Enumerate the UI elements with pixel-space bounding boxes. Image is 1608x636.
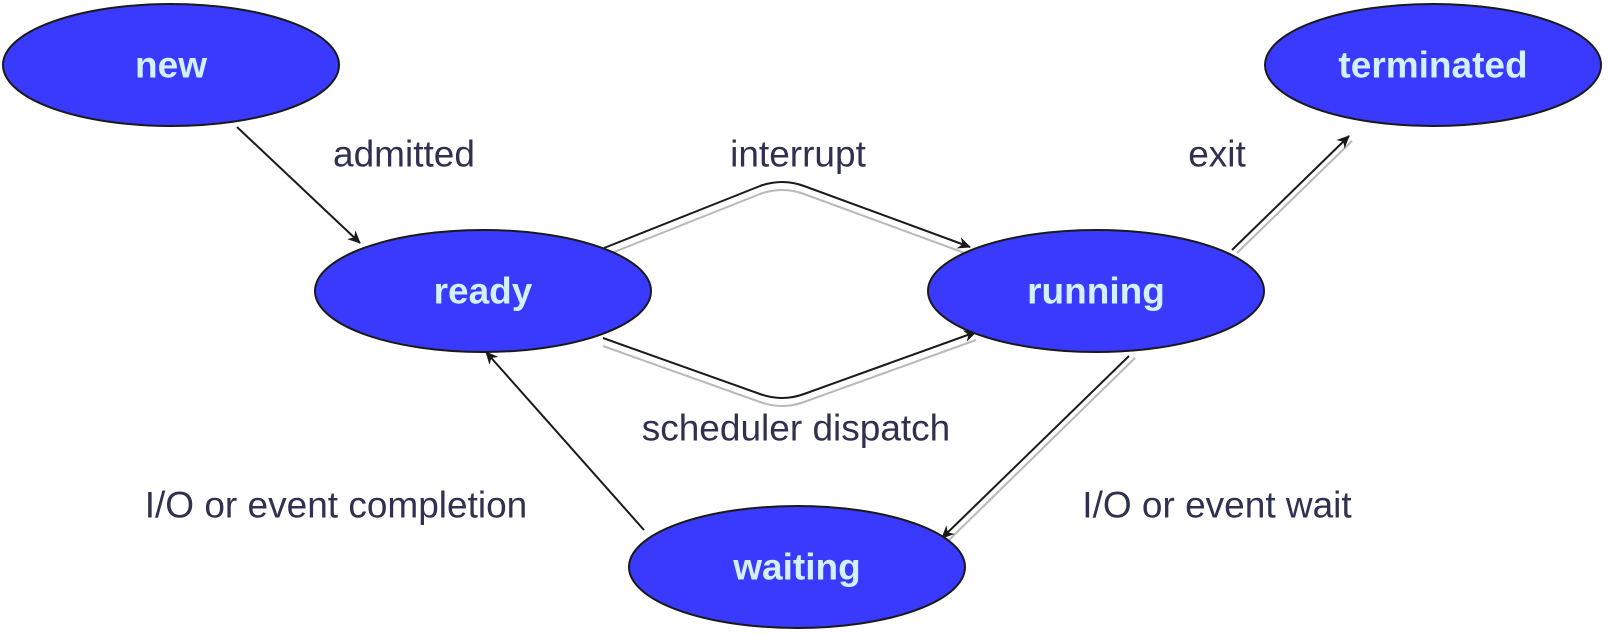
edge-exit: [1231, 135, 1353, 254]
label-scheduler-dispatch: scheduler dispatch: [642, 408, 951, 449]
state-ready: ready: [314, 229, 652, 353]
state-terminated-label: terminated: [1338, 45, 1527, 86]
edge-admitted: [236, 126, 361, 244]
state-new-label: new: [135, 45, 207, 86]
label-admitted: admitted: [333, 134, 475, 175]
state-running: running: [927, 229, 1265, 353]
state-ready-label: ready: [434, 271, 533, 312]
label-interrupt: interrupt: [730, 134, 866, 175]
state-waiting-label: waiting: [732, 547, 860, 588]
edge-io-event-completion: [485, 351, 645, 531]
state-running-label: running: [1027, 271, 1165, 312]
state-new: new: [2, 3, 340, 127]
edge-io-event-wait: [941, 355, 1136, 542]
state-waiting: waiting: [628, 505, 966, 629]
state-terminated: terminated: [1264, 3, 1602, 127]
label-io-event-completion: I/O or event completion: [145, 485, 528, 526]
label-io-event-wait: I/O or event wait: [1082, 485, 1352, 526]
edge-scheduler-dispatch: [602, 330, 977, 407]
edge-interrupt: [603, 181, 971, 257]
label-exit: exit: [1188, 134, 1246, 175]
